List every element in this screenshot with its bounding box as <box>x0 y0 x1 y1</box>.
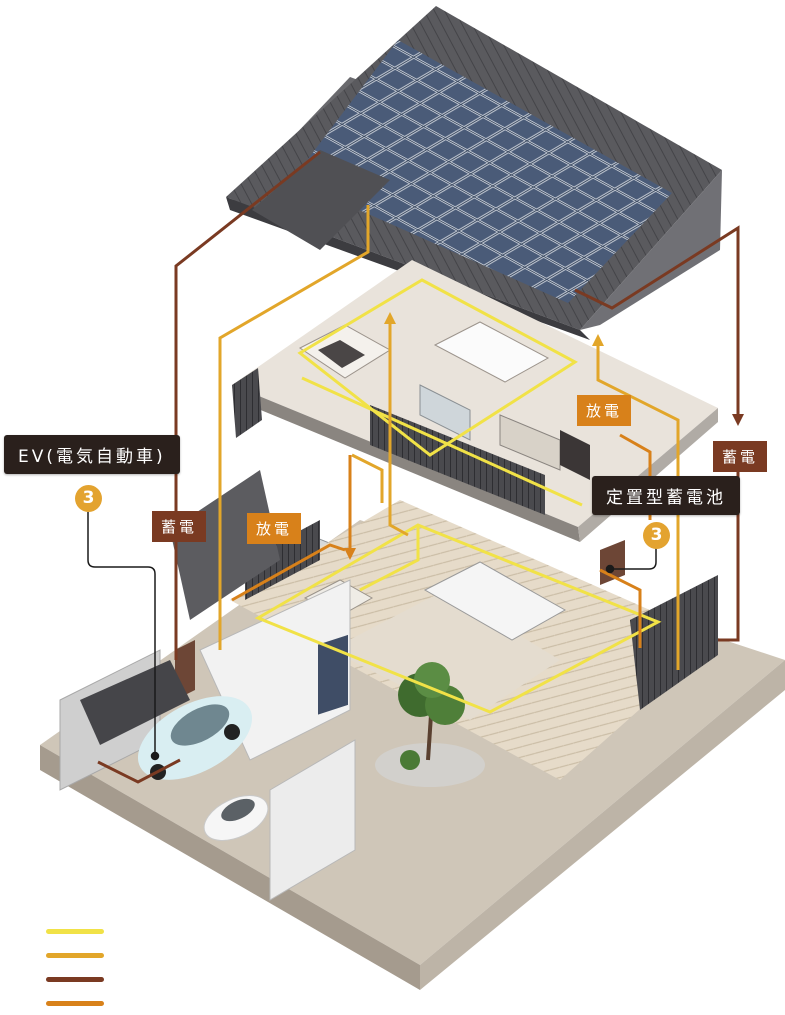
site-right-edge <box>420 660 785 990</box>
upper-solar-line-b <box>301 376 583 507</box>
upper-side-louvers <box>232 368 262 438</box>
discharge-line-left <box>218 205 370 650</box>
ev-leader-dot <box>150 751 160 761</box>
charge-arrow-down <box>732 414 744 426</box>
walk-in-room <box>433 321 550 383</box>
discharge-line-center <box>388 320 409 537</box>
upper-floor-edge <box>232 385 580 542</box>
ev-car-windshield <box>170 704 230 746</box>
entrance-glass-panel <box>318 634 348 715</box>
kitchen-island <box>423 561 567 641</box>
legend-swatch <box>46 976 104 982</box>
ev-label: EV(電気自動車) <box>4 435 180 474</box>
charge-line-right-b <box>718 470 740 642</box>
courtyard-garden <box>375 662 485 787</box>
legend-swatch <box>46 928 104 934</box>
tree-canopy-c <box>414 662 450 698</box>
discharge-arrow-up <box>592 334 604 346</box>
battery-number-badge: 3 <box>643 522 670 549</box>
discharge-line-right <box>596 352 680 670</box>
discharge-label-left: 放電 <box>247 513 302 544</box>
second-car-window <box>221 798 255 822</box>
solar-panel-array <box>292 40 672 303</box>
carport-roof <box>170 470 280 620</box>
discharge-label-right: 放電 <box>577 395 632 426</box>
charge-line-ev <box>97 758 181 784</box>
battery-leader-line <box>612 548 657 570</box>
entrance-wall <box>269 739 356 901</box>
line-legend <box>46 919 104 1015</box>
ev-leader-line <box>87 512 156 755</box>
power-line-battery-ground <box>599 568 642 648</box>
upper-storage-battery-unit <box>560 430 590 480</box>
power-line-living <box>231 543 346 602</box>
discharge-line-center-b <box>351 453 384 503</box>
upper-solar-line <box>297 278 578 457</box>
ground-solar-line <box>254 523 662 714</box>
battery-leader-dot <box>605 564 615 574</box>
charge-line-right <box>574 225 740 418</box>
site-front-edge <box>40 745 420 990</box>
glass-partition <box>419 384 471 441</box>
ev-number-badge: 3 <box>75 485 102 512</box>
upper-desk-room <box>499 414 561 471</box>
upper-floor-slab <box>232 260 718 527</box>
roof-dormer <box>252 150 390 250</box>
callout-leaders <box>87 512 657 761</box>
upper-balcony-louvers <box>370 405 545 515</box>
charge-label-right: 蓄電 <box>713 441 768 472</box>
right-wall-louvers <box>630 575 718 710</box>
courtyard-floor <box>330 590 560 720</box>
bed <box>318 340 365 368</box>
stationary-storage-battery <box>600 540 625 585</box>
legend-row <box>46 943 104 967</box>
roof-gable-end <box>580 170 722 330</box>
cars <box>137 696 269 841</box>
power-arrow-down <box>344 548 356 560</box>
ev-car-wheel-rear <box>224 724 240 740</box>
garden-shrub <box>400 750 420 770</box>
carport-canopy <box>80 660 190 745</box>
legend-swatch <box>46 952 104 958</box>
ground-floor <box>40 470 785 990</box>
stationary-battery-label: 定置型蓄電池 <box>592 476 740 515</box>
ground-solar-line-b <box>359 525 420 592</box>
legend-row <box>46 967 104 991</box>
discharge-arrow-up-center <box>384 312 396 324</box>
charge-label-left: 蓄電 <box>152 511 207 542</box>
tv-shelf <box>245 520 320 600</box>
legend-swatch <box>46 1000 104 1006</box>
legend-row <box>46 919 104 943</box>
